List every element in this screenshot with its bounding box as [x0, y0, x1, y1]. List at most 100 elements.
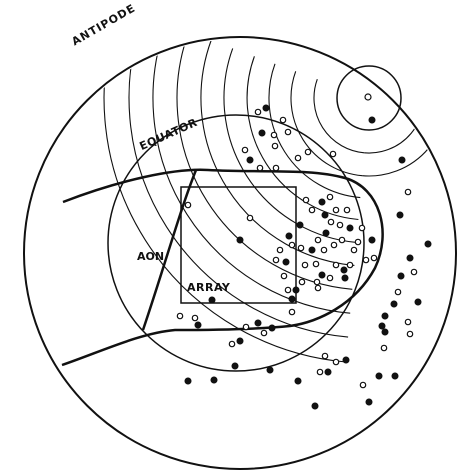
open-data-point — [346, 261, 354, 269]
open-data-point — [330, 241, 338, 249]
filled-data-point — [365, 398, 373, 406]
array-rectangle — [180, 186, 297, 304]
contour-arc — [200, 40, 355, 266]
open-data-point — [270, 131, 278, 139]
open-data-point — [326, 274, 334, 282]
open-data-point — [288, 241, 296, 249]
filled-data-point — [208, 296, 216, 304]
open-data-point — [406, 330, 414, 338]
filled-data-point — [288, 295, 296, 303]
open-data-point — [228, 340, 236, 348]
filled-data-point — [391, 372, 399, 380]
filled-data-point — [292, 286, 300, 294]
aon-left-curve — [141, 169, 198, 331]
filled-data-point — [378, 322, 386, 330]
open-data-point — [304, 148, 312, 156]
data-points — [176, 104, 432, 410]
filled-data-point — [368, 116, 376, 124]
open-data-point — [176, 312, 184, 320]
open-data-point — [256, 164, 264, 172]
open-data-point — [338, 236, 346, 244]
antipode-circle — [23, 36, 457, 470]
filled-data-point — [414, 298, 422, 306]
open-data-point — [272, 164, 280, 172]
open-data-point — [246, 214, 254, 222]
open-data-point — [354, 238, 362, 246]
open-data-point — [332, 358, 340, 366]
contour-arc — [290, 71, 363, 177]
contour-arc — [223, 48, 357, 243]
filled-data-point — [368, 236, 376, 244]
filled-data-point — [321, 211, 329, 219]
open-data-point — [321, 352, 329, 360]
contour-arc — [152, 39, 351, 314]
open-data-point — [301, 261, 309, 269]
open-data-point — [316, 368, 324, 376]
filled-data-point — [210, 376, 218, 384]
open-data-point — [327, 218, 335, 226]
filled-data-point — [398, 156, 406, 164]
open-data-point — [329, 150, 337, 158]
filled-data-point — [406, 254, 414, 262]
aon-boundary — [61, 168, 384, 367]
open-data-point — [359, 381, 367, 389]
open-data-point — [272, 256, 280, 264]
contour-arc — [128, 39, 349, 338]
open-data-point — [358, 224, 366, 232]
open-data-point — [350, 246, 358, 254]
filled-data-point — [375, 372, 383, 380]
filled-data-point — [296, 221, 304, 229]
open-data-point — [362, 256, 370, 264]
open-data-point — [242, 323, 250, 331]
filled-data-point — [390, 300, 398, 308]
filled-data-point — [381, 328, 389, 336]
open-data-point — [370, 254, 378, 262]
open-data-point — [184, 201, 192, 209]
open-data-point — [332, 261, 340, 269]
open-data-point — [284, 286, 292, 294]
filled-data-point — [318, 198, 326, 206]
filled-data-point — [246, 156, 254, 164]
filled-data-point — [262, 104, 270, 112]
open-data-point — [284, 128, 292, 136]
contour-arc — [268, 63, 361, 199]
open-data-point — [336, 221, 344, 229]
open-data-point — [254, 108, 262, 116]
open-data-point — [404, 188, 412, 196]
filled-data-point — [285, 232, 293, 240]
open-data-point — [279, 116, 287, 124]
pole-center-marker — [364, 93, 372, 101]
open-data-point — [271, 142, 279, 150]
open-data-point — [314, 284, 322, 292]
filled-data-point — [268, 324, 276, 332]
filled-data-point — [258, 129, 266, 137]
equator-circle — [107, 114, 365, 372]
filled-data-point — [184, 377, 192, 385]
open-data-point — [308, 206, 316, 214]
filled-data-point — [340, 266, 348, 274]
open-data-point — [241, 146, 249, 154]
open-data-point — [343, 206, 351, 214]
open-data-point — [404, 318, 412, 326]
open-data-point — [276, 246, 284, 254]
filled-data-point — [324, 368, 332, 376]
filled-data-point — [254, 319, 262, 327]
array-label: ARRAY — [187, 281, 231, 294]
filled-data-point — [341, 274, 349, 282]
open-data-point — [313, 278, 321, 286]
filled-data-point — [231, 362, 239, 370]
filled-data-point — [322, 229, 330, 237]
open-data-point — [312, 260, 320, 268]
aon-label: AON — [137, 250, 165, 263]
filled-data-point — [308, 246, 316, 254]
filled-data-point — [346, 224, 354, 232]
filled-data-point — [424, 240, 432, 248]
open-data-point — [320, 246, 328, 254]
filled-data-point — [294, 377, 302, 385]
filled-data-point — [236, 337, 244, 345]
filled-data-point — [381, 312, 389, 320]
filled-data-point — [194, 321, 202, 329]
open-data-point — [326, 193, 334, 201]
contour-arcs — [103, 39, 448, 363]
